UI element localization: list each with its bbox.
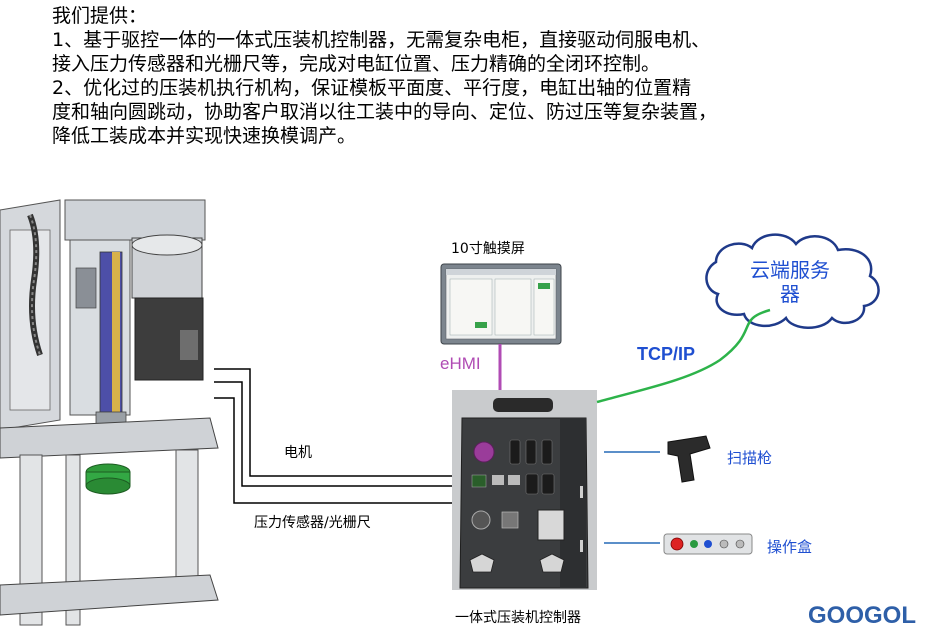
intro-line-1: 我们提供： xyxy=(52,5,148,27)
tcp-ip-label: TCP/IP xyxy=(637,344,696,364)
ehmi-label: eHMI xyxy=(440,354,481,373)
sensor-cable xyxy=(214,381,462,504)
cloud-label-line-1: 云端服务 xyxy=(750,258,830,282)
intro-text: 我们提供： 1、基于驱控一体的一体式压装机控制器，无需复杂电柜，直接驱动伺服电机… xyxy=(52,4,922,148)
intro-line-2: 1、基于驱控一体的一体式压装机控制器，无需复杂电柜，直接驱动伺服电机、 xyxy=(52,29,711,51)
controller-label: 一体式压装机控制器 xyxy=(455,610,581,626)
touchscreen-device xyxy=(440,263,562,345)
cloud-server-label: 云端服务 器 xyxy=(730,258,850,306)
operation-box-icon xyxy=(663,533,753,555)
press-machine-illustration xyxy=(0,199,219,626)
motor-label: 电机 xyxy=(284,445,312,461)
tcp-ip-link xyxy=(596,308,771,404)
motor-cable xyxy=(214,368,462,477)
cloud-label-line-2: 器 xyxy=(780,282,800,306)
intro-line-4: 2、优化过的压装机执行机构，保证模板平面度、平行度，电缸出轴的位置精 xyxy=(52,77,692,99)
sensor-label: 压力传感器/光栅尺 xyxy=(254,515,371,531)
scanner-gun-icon xyxy=(667,435,711,483)
intro-line-3: 接入压力传感器和光栅尺等，完成对电缸位置、压力精确的全闭环控制。 xyxy=(52,53,661,75)
controller-device xyxy=(452,390,597,590)
intro-line-6: 降低工装成本并实现快速换模调产。 xyxy=(52,125,357,147)
operation-box-label: 操作盒 xyxy=(767,538,813,556)
company-logo: GOOGOL xyxy=(808,602,916,629)
intro-line-5: 度和轴向圆跳动，协助客户取消以往工装中的导向、定位、防过压等复杂装置， xyxy=(52,101,718,123)
touchscreen-label: 10寸触摸屏 xyxy=(451,241,525,257)
scanner-label: 扫描枪 xyxy=(727,449,773,467)
cloud-shape xyxy=(705,233,880,329)
